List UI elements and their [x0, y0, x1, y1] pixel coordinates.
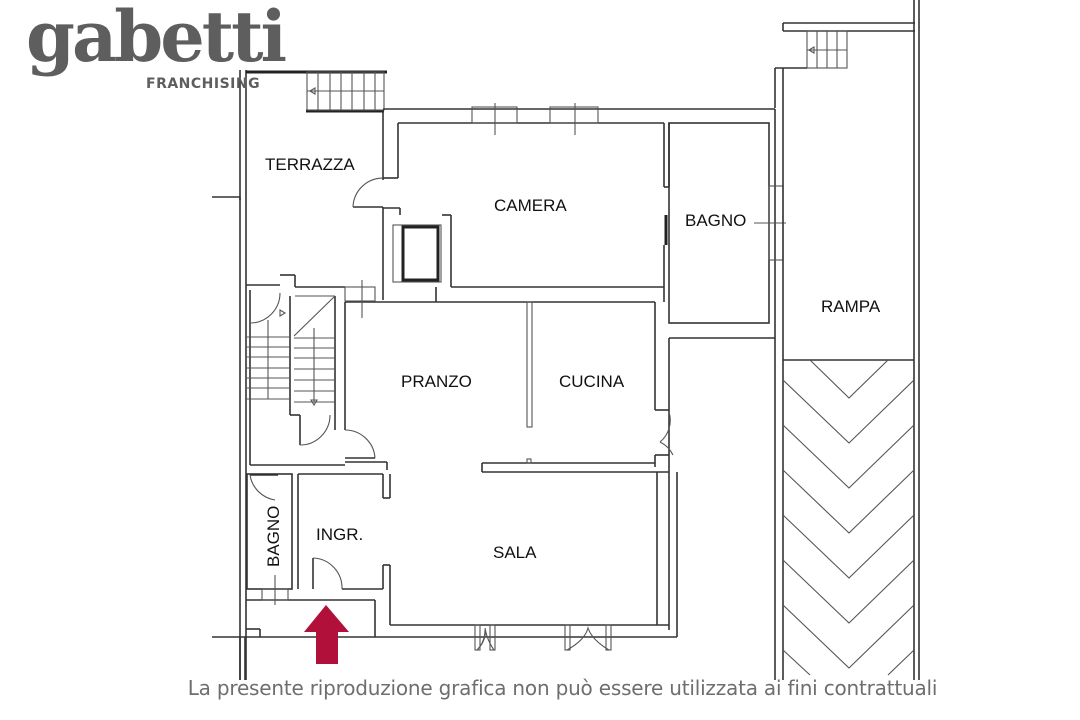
outer-walls: [212, 70, 300, 680]
room-label-cucina: CUCINA: [559, 372, 625, 391]
brand-logo: gabetti FRANCHISING: [26, 2, 287, 108]
rampa-area: [774, 0, 920, 680]
lower-left: [246, 473, 669, 638]
ramp-chevrons: [782, 359, 915, 676]
room-label-ingresso: INGR.: [316, 525, 363, 544]
logo-subtitle: FRANCHISING: [146, 76, 261, 92]
room-label-bagno-lower: BAGNO: [264, 506, 283, 567]
room-label-sala: SALA: [493, 543, 537, 562]
room-label-rampa: RAMPA: [821, 297, 881, 316]
sala-walls: [375, 472, 678, 651]
room-label-bagno-upper: BAGNO: [685, 211, 746, 230]
stairwell: [246, 290, 388, 470]
terrazza-stair: [246, 70, 387, 113]
room-label-terrazza: TERRAZZA: [265, 155, 355, 174]
pranzo-cucina: [481, 301, 669, 473]
logo-wordmark: gabetti: [26, 0, 287, 78]
terrazza-walls: [246, 110, 384, 288]
entrance-arrow-icon: [304, 605, 349, 664]
room-label-camera: CAMERA: [494, 196, 567, 215]
disclaimer-text: La presente riproduzione grafica non può…: [187, 676, 938, 700]
right-corridor: [654, 302, 775, 630]
room-label-pranzo: PRANZO: [401, 372, 472, 391]
